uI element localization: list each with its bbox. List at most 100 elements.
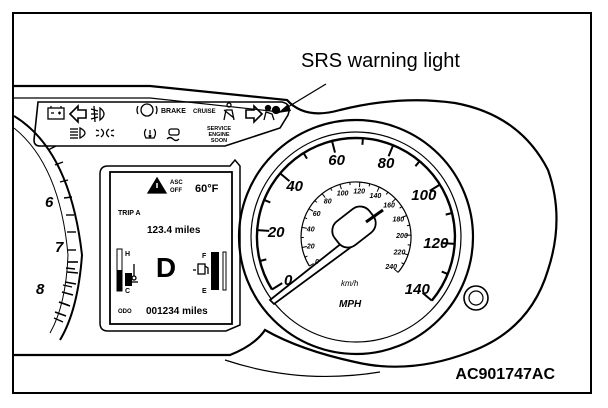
callout-arrowhead <box>278 104 291 113</box>
kmh-tick-label-140: 140 <box>370 193 382 200</box>
kmh-tick-label-60: 60 <box>313 211 321 218</box>
kmh-tick-label-180: 180 <box>392 217 404 224</box>
front-fog-light-icon <box>90 105 105 123</box>
service-engine-soon-line3: SOON <box>211 138 227 144</box>
tire-pressure-icon <box>143 128 157 139</box>
mph-tick-label-140: 140 <box>405 281 431 298</box>
mph-tick-label-40: 40 <box>285 178 303 195</box>
kmh-tick-mark <box>309 263 314 267</box>
trip-reset-knob-icon <box>463 285 489 311</box>
fuel-empty-label: E <box>202 288 207 295</box>
tachometer-redline <box>54 261 79 317</box>
service-engine-soon-line2: ENGINE <box>208 132 229 138</box>
tachometer-scale-arc <box>14 127 69 334</box>
mph-tick-mark <box>421 292 433 302</box>
kmh-tick-mark <box>368 183 371 187</box>
kmh-tick-mark <box>391 198 396 203</box>
mph-tick-mark <box>361 138 364 145</box>
temperature-gauge <box>116 248 132 292</box>
cluster-lower-rim <box>224 359 381 378</box>
kmh-tick-mark <box>321 193 326 198</box>
kmh-ticks <box>301 182 412 273</box>
speedometer-face <box>250 131 462 343</box>
seatbelt-icon <box>223 102 235 121</box>
indicator-panel <box>33 101 290 147</box>
mph-tick-mark <box>414 160 421 167</box>
speedometer-outer-ring <box>237 118 475 356</box>
mph-tick-mark <box>387 144 395 157</box>
asc-label-line1: ASC <box>170 180 183 186</box>
mph-tick-mark <box>442 242 455 245</box>
kmh-tick-mark <box>406 224 410 227</box>
mph-tick-mark <box>331 140 336 153</box>
kmh-tick-mark <box>376 186 380 192</box>
mph-tick-mark <box>263 198 271 204</box>
kmh-tick-mark <box>403 252 409 256</box>
mph-ticks <box>257 138 455 302</box>
tach-tick-7: 7 <box>55 239 64 256</box>
mph-tick-mark <box>279 172 291 182</box>
cruise-label: CRUISE <box>193 109 216 115</box>
kmh-tick-label-160: 160 <box>383 203 395 210</box>
outside-temperature: 60°F <box>195 183 219 195</box>
fuel-pump-icon <box>193 263 209 275</box>
kmh-tick-label-100: 100 <box>337 191 349 198</box>
fuel-full-label: F <box>202 253 207 260</box>
mph-tick-mark <box>257 229 270 232</box>
service-engine-soon-line1: SERVICE <box>207 126 231 132</box>
kmh-tick-mark <box>393 268 399 273</box>
active-stability-icon <box>166 128 180 142</box>
mph-tick-labels: 0 20 40 60 80 100 120 140 <box>267 152 449 298</box>
kmh-tick-mark <box>330 187 333 191</box>
mph-tick-label-80: 80 <box>378 155 395 172</box>
srs-airbag-icon <box>263 104 281 121</box>
headlight-high-beam-icon <box>70 126 86 140</box>
odometer-value: 001234 miles <box>146 306 208 317</box>
kmh-tick-mark <box>339 184 342 190</box>
kmh-tick-mark <box>301 246 307 248</box>
figure-code: AC901747AC <box>455 366 555 383</box>
srs-callout-label: SRS warning light <box>301 50 460 72</box>
fuel-gauge <box>211 251 227 291</box>
battery-warning-icon <box>47 106 65 120</box>
mph-tick-mark <box>445 212 453 216</box>
kmh-tick-label-240: 240 <box>384 264 397 271</box>
kmh-tick-label-40: 40 <box>306 227 315 234</box>
mph-tick-label-60: 60 <box>328 152 345 169</box>
brake-warning-icon <box>136 103 158 117</box>
kmh-tick-label-0: 0 <box>315 259 319 266</box>
kmh-tick-mark <box>401 215 407 218</box>
mph-tick-label-120: 120 <box>423 235 449 252</box>
kmh-unit-label: km/h <box>341 279 359 288</box>
asc-label-line2: OFF <box>170 188 182 194</box>
info-display-screen <box>109 171 233 325</box>
kmh-tick-label-200: 200 <box>395 233 408 240</box>
gear-indicator: D <box>156 252 176 283</box>
kmh-tick-mark <box>401 262 405 265</box>
kmh-tick-mark <box>308 208 314 212</box>
mph-tick-label-20: 20 <box>267 224 285 241</box>
temp-low-label: C <box>125 288 130 295</box>
kmh-scale-arc <box>300 181 412 273</box>
kmh-tick-mark <box>304 217 308 220</box>
kmh-tick-label-220: 220 <box>393 250 406 257</box>
kmh-tick-mark <box>385 191 389 195</box>
position-light-icon <box>95 128 115 138</box>
kmh-tick-mark <box>304 255 308 258</box>
mph-tick-label-0: 0 <box>284 272 293 289</box>
tach-tick-6: 6 <box>45 194 54 211</box>
mph-tick-mark <box>302 152 308 160</box>
mph-tick-mark <box>441 270 449 276</box>
mph-tick-mark <box>429 183 441 192</box>
needle-tail <box>365 208 384 224</box>
trip-reset-knob-inner <box>468 290 484 306</box>
right-turn-signal-icon <box>245 104 264 124</box>
trip-value: 123.4 miles <box>147 225 201 236</box>
warning-triangle-icon <box>146 176 168 194</box>
odometer-label: ODO <box>118 309 132 315</box>
cluster-housing <box>14 84 558 368</box>
kmh-tick-label-120: 120 <box>353 189 365 196</box>
kmh-tick-label-20: 20 <box>306 243 315 250</box>
tach-tick-8: 8 <box>36 281 45 298</box>
info-display-bezel <box>99 158 241 332</box>
